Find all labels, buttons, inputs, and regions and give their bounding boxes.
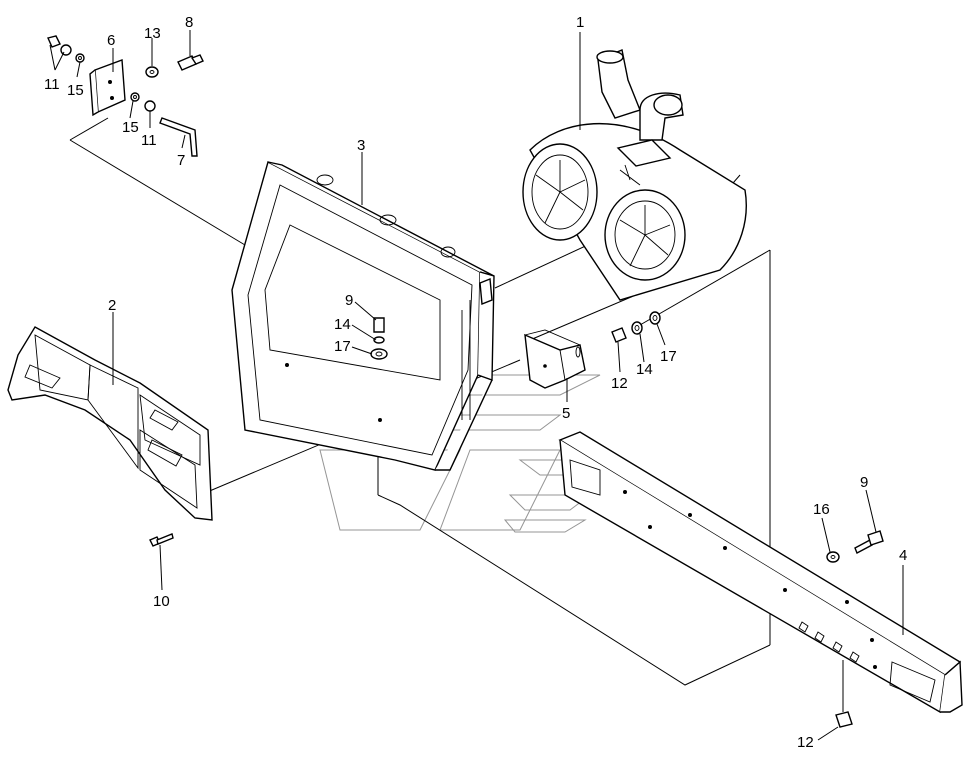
callout-labels: 1 2 3 4 5 6 7 8 9 9 10 11 11 12 12 13 14… — [44, 14, 907, 751]
callout-15-left: 15 — [67, 82, 84, 99]
callout-12-mid: 12 — [611, 375, 628, 392]
part-4-channel-beam — [558, 431, 963, 714]
callout-16: 16 — [813, 501, 830, 518]
callout-17-left: 17 — [334, 338, 351, 355]
callout-9-right: 9 — [860, 474, 868, 491]
callout-9-top: 9 — [345, 292, 353, 309]
callout-12-bottom: 12 — [797, 734, 814, 751]
callout-11-left: 11 — [44, 76, 60, 93]
callout-1: 1 — [576, 14, 584, 31]
callout-5: 5 — [562, 405, 570, 422]
callout-10: 10 — [153, 593, 170, 610]
callout-6: 6 — [107, 32, 115, 49]
callout-15-mid: 15 — [122, 119, 139, 136]
part-1-air-cleaner — [522, 49, 747, 301]
callout-17-right: 17 — [660, 348, 677, 365]
callout-7: 7 — [177, 152, 185, 169]
part-10-bolt — [149, 533, 174, 547]
callout-14-right: 14 — [636, 361, 653, 378]
callout-11-mid: 11 — [141, 132, 157, 149]
callout-8: 8 — [185, 14, 193, 31]
callout-3: 3 — [357, 137, 365, 154]
callout-14-left: 14 — [334, 316, 351, 333]
callout-leaders — [49, 30, 904, 741]
part-5-angle-bracket — [524, 329, 586, 389]
callout-4: 4 — [899, 547, 907, 564]
part-2-panel — [7, 326, 213, 521]
beam-bolt-hardware — [826, 530, 884, 563]
part-6-mount-bracket — [89, 59, 126, 117]
bracket-hardware — [611, 311, 661, 343]
callout-2: 2 — [108, 297, 116, 314]
part-7-bent-bolt — [159, 117, 198, 157]
part-12-nut-bottom — [835, 711, 853, 728]
part-3-radiator-frame — [231, 160, 495, 471]
callout-13: 13 — [144, 25, 161, 42]
